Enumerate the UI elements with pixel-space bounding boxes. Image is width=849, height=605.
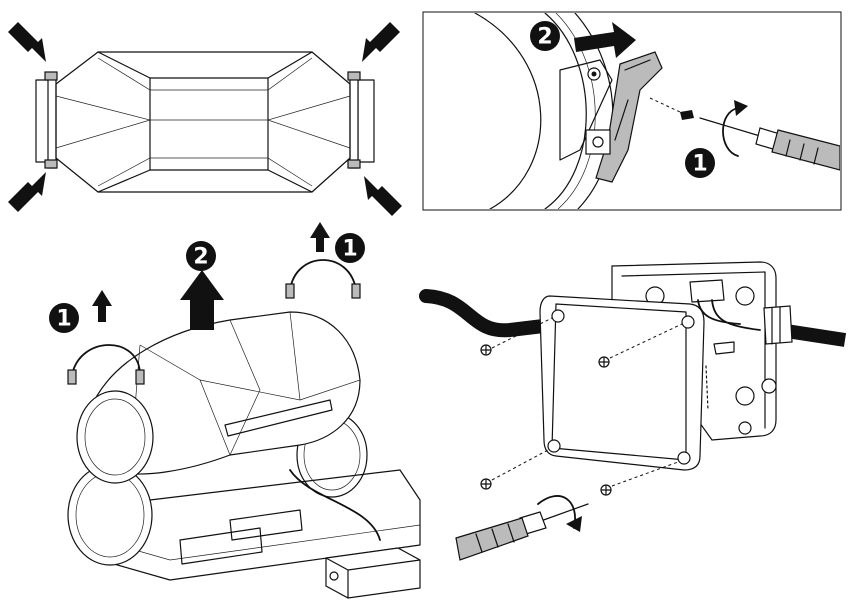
- step-marker-1: 1: [49, 303, 79, 333]
- fan-side-view: [8, 22, 402, 216]
- black-arrow-icon: [362, 22, 400, 62]
- rotation-arrow-icon: [722, 100, 748, 157]
- step-marker-1: 1: [335, 233, 365, 263]
- screw-icon: [480, 344, 492, 356]
- screw-icon: [480, 478, 492, 490]
- black-arrow-icon: [310, 222, 330, 252]
- svg-text:1: 1: [692, 152, 707, 177]
- black-arrow-icon: [180, 270, 224, 330]
- black-arrow-icon: [92, 290, 112, 322]
- screw-icon: [598, 356, 610, 368]
- screwdriver-icon: [699, 117, 840, 171]
- svg-text:1: 1: [342, 237, 357, 262]
- step-marker-1: 1: [685, 148, 715, 178]
- fan-removal-view: 1 2 1: [49, 222, 421, 599]
- junction-box-view: [419, 261, 847, 561]
- rotation-arrow-icon: [537, 495, 582, 532]
- svg-text:2: 2: [193, 245, 208, 270]
- black-arrow-icon: [574, 22, 636, 58]
- black-arrow-icon: [8, 172, 46, 212]
- step-marker-2: 2: [530, 21, 560, 51]
- black-arrow-icon: [8, 22, 46, 62]
- clamp-detail-panel: 2 1: [422, 11, 842, 211]
- screw-icon: [600, 484, 612, 496]
- black-arrow-icon: [364, 176, 402, 216]
- step-marker-2: 2: [186, 241, 216, 271]
- screwdriver-icon: [455, 503, 589, 561]
- svg-text:2: 2: [537, 25, 552, 50]
- screw-icon: [680, 110, 694, 120]
- svg-text:1: 1: [56, 307, 71, 332]
